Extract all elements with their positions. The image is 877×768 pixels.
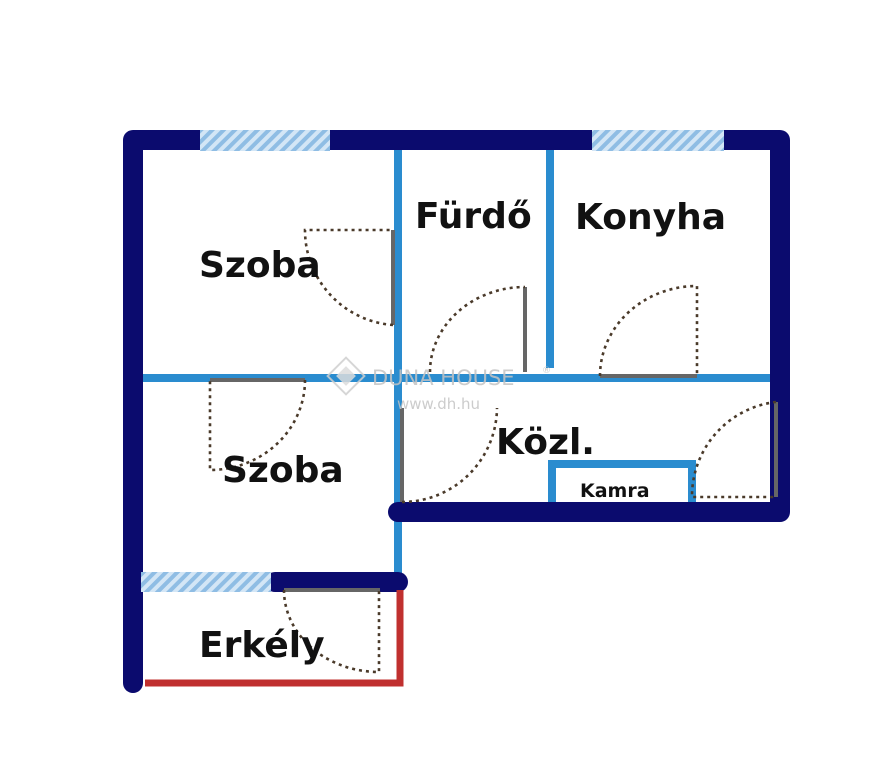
windows	[141, 130, 724, 592]
window-balcony	[141, 572, 271, 592]
window-kitchen	[592, 130, 724, 151]
door-swings	[208, 228, 777, 674]
watermark-url: www.dh.hu	[397, 395, 480, 413]
door-swing-kitchen	[598, 284, 699, 377]
watermark-brand: DUNA HOUSE	[372, 366, 515, 390]
room-label-szoba-bottom: Szoba	[222, 450, 344, 491]
exterior-walls	[123, 130, 790, 693]
balcony-railing	[145, 590, 404, 687]
outer-wall-main	[123, 130, 790, 693]
door-swing-hall	[401, 407, 499, 504]
room-labels: Szoba Fürdő Konyha Szoba Közl. Kamra Erk…	[199, 196, 726, 666]
watermark-logo	[326, 356, 366, 396]
door-swing-bath	[428, 285, 526, 373]
door-leaves	[210, 230, 778, 592]
room-label-kamra: Kamra	[580, 480, 650, 502]
room-label-szoba-top: Szoba	[199, 245, 321, 286]
watermark: DUNA HOUSE ® www.dh.hu	[326, 356, 551, 413]
door-swing-entrance	[690, 400, 777, 499]
room-label-furdo: Fürdő	[415, 196, 532, 237]
room-label-kozl: Közl.	[496, 422, 595, 463]
room-label-erkely: Erkély	[199, 625, 325, 666]
window-bedroom-top	[200, 130, 330, 151]
watermark-registered: ®	[542, 366, 551, 376]
room-label-konyha: Konyha	[575, 197, 726, 238]
